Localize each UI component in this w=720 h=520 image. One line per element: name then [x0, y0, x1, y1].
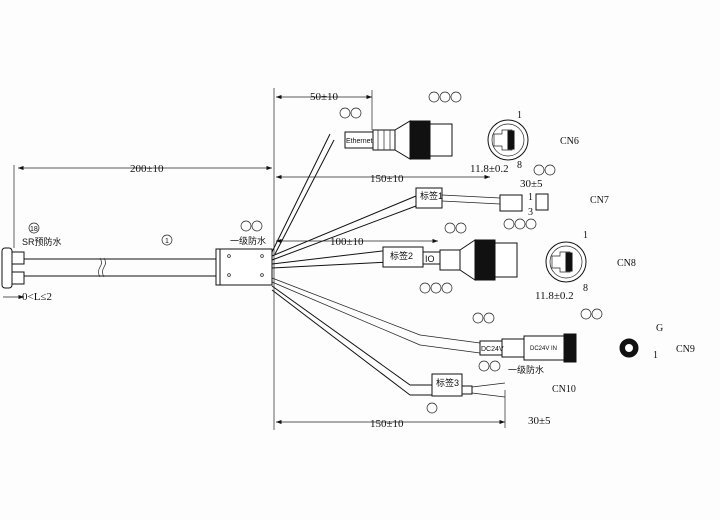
cn8-face: [545, 241, 587, 283]
dim-cn10-length: 150±10: [370, 418, 404, 430]
cn7-pin1: 1: [528, 192, 533, 203]
cn9-pin1: 1: [653, 350, 658, 361]
cn6-pin8: 8: [517, 160, 522, 171]
cn7-label: CN7: [590, 195, 609, 206]
cn9-pin-g: G: [656, 323, 663, 334]
branch-wires: [271, 133, 481, 396]
dim-ethernet-offset: 50±10: [310, 91, 339, 103]
splice-block: [215, 248, 273, 286]
dim-cn7-length: 30±5: [520, 178, 543, 190]
cn7-pin3: 3: [528, 207, 533, 218]
cn9-label: CN9: [676, 344, 695, 355]
cn8-connector: [382, 239, 518, 281]
label-io: IO: [425, 254, 435, 264]
label-level1-waterproof-b: 一级防水: [508, 364, 544, 375]
dim-cn6-rj45: 11.8±0.2: [470, 163, 509, 175]
dim-cn10-tail: 30±5: [528, 415, 551, 427]
cn6-pin1: 1: [517, 110, 522, 121]
callouts: 18 1: [28, 91, 603, 414]
dim-cn8-rj45: 11.8±0.2: [535, 290, 574, 302]
label-level1-waterproof-a: 一级防水: [230, 235, 266, 246]
cn6-label: CN6: [560, 136, 579, 147]
callout-18: 18: [30, 226, 38, 233]
dim-cn8-length: 100±10: [330, 236, 364, 248]
main-cable: [24, 257, 218, 278]
cn10-label: CN10: [552, 384, 576, 395]
label-dc24v-in: DC24V IN: [530, 346, 557, 352]
cn6-face: [487, 119, 529, 161]
sr-connector: [1, 247, 25, 289]
dim-left-tail: 0<L≤2: [22, 291, 52, 303]
cn7-connector: [415, 187, 549, 212]
dim-main-cable: 200±10: [130, 163, 164, 175]
cn6-ethernet-connector: [344, 120, 453, 160]
callout-1: 1: [165, 238, 169, 245]
label-dc24v: DC24V: [481, 346, 504, 353]
cn8-label: CN8: [617, 258, 636, 269]
cn8-pin8: 8: [583, 283, 588, 294]
cn10-connector: [431, 373, 506, 398]
label-ethernet: Ethernet: [346, 138, 373, 145]
dim-cn6-length: 150±10: [370, 173, 404, 185]
cn8-pin1: 1: [583, 230, 588, 241]
cn9-dc-connector: [479, 333, 639, 363]
label-tag2: 标签2: [390, 250, 413, 261]
label-sr-waterproof: SR预防水: [22, 236, 62, 247]
label-tag3: 标签3: [436, 377, 459, 388]
label-tag1: 标签1: [420, 190, 443, 201]
